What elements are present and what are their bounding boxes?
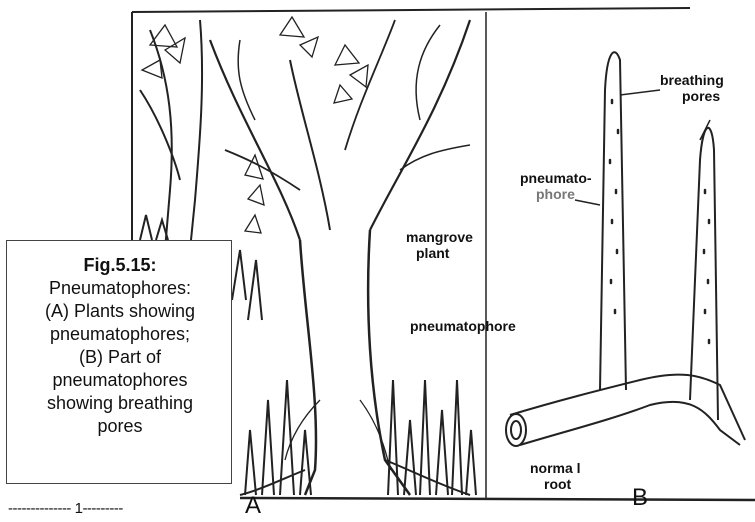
panel-b-drawing [506, 52, 745, 446]
normal-root-line2: root [530, 476, 581, 492]
normal-root-label: norma l root [530, 460, 581, 492]
caption-line: pores [7, 415, 233, 438]
breathing-line1: breathing [660, 72, 724, 88]
caption-line: pneumatophores [7, 369, 233, 392]
mangrove-label-line2: plant [406, 245, 473, 261]
pneumatophore-b-line2: phore [520, 186, 592, 202]
pneumatophore-label-b: pneumato- phore [520, 170, 592, 202]
normal-root-line1: norma l [530, 460, 581, 476]
caption-line: Pneumatophores: [7, 277, 233, 300]
pneumatophore-b-line1: pneumato- [520, 170, 592, 186]
caption-line: showing breathing [7, 392, 233, 415]
breathing-line2: pores [660, 88, 724, 104]
footer-page-marker: -------------- 1--------- [8, 500, 123, 517]
mangrove-label-line1: mangrove [406, 229, 473, 245]
pneumatophore-label-a: pneumatophore [410, 318, 516, 334]
caption-line: (A) Plants showing [7, 300, 233, 323]
caption-box: Fig.5.15: Pneumatophores: (A) Plants sho… [6, 240, 232, 484]
caption-title: Fig.5.15: [7, 255, 233, 276]
panel-b-letter: B [632, 484, 648, 512]
mangrove-label: mangrove plant [406, 229, 473, 261]
breathing-pores-label: breathing pores [660, 72, 724, 104]
caption-line: pneumatophores; [7, 323, 233, 346]
caption-line: (B) Part of [7, 346, 233, 369]
panel-a-letter: A [245, 492, 261, 520]
caption-body: Pneumatophores: (A) Plants showing pneum… [7, 277, 233, 438]
